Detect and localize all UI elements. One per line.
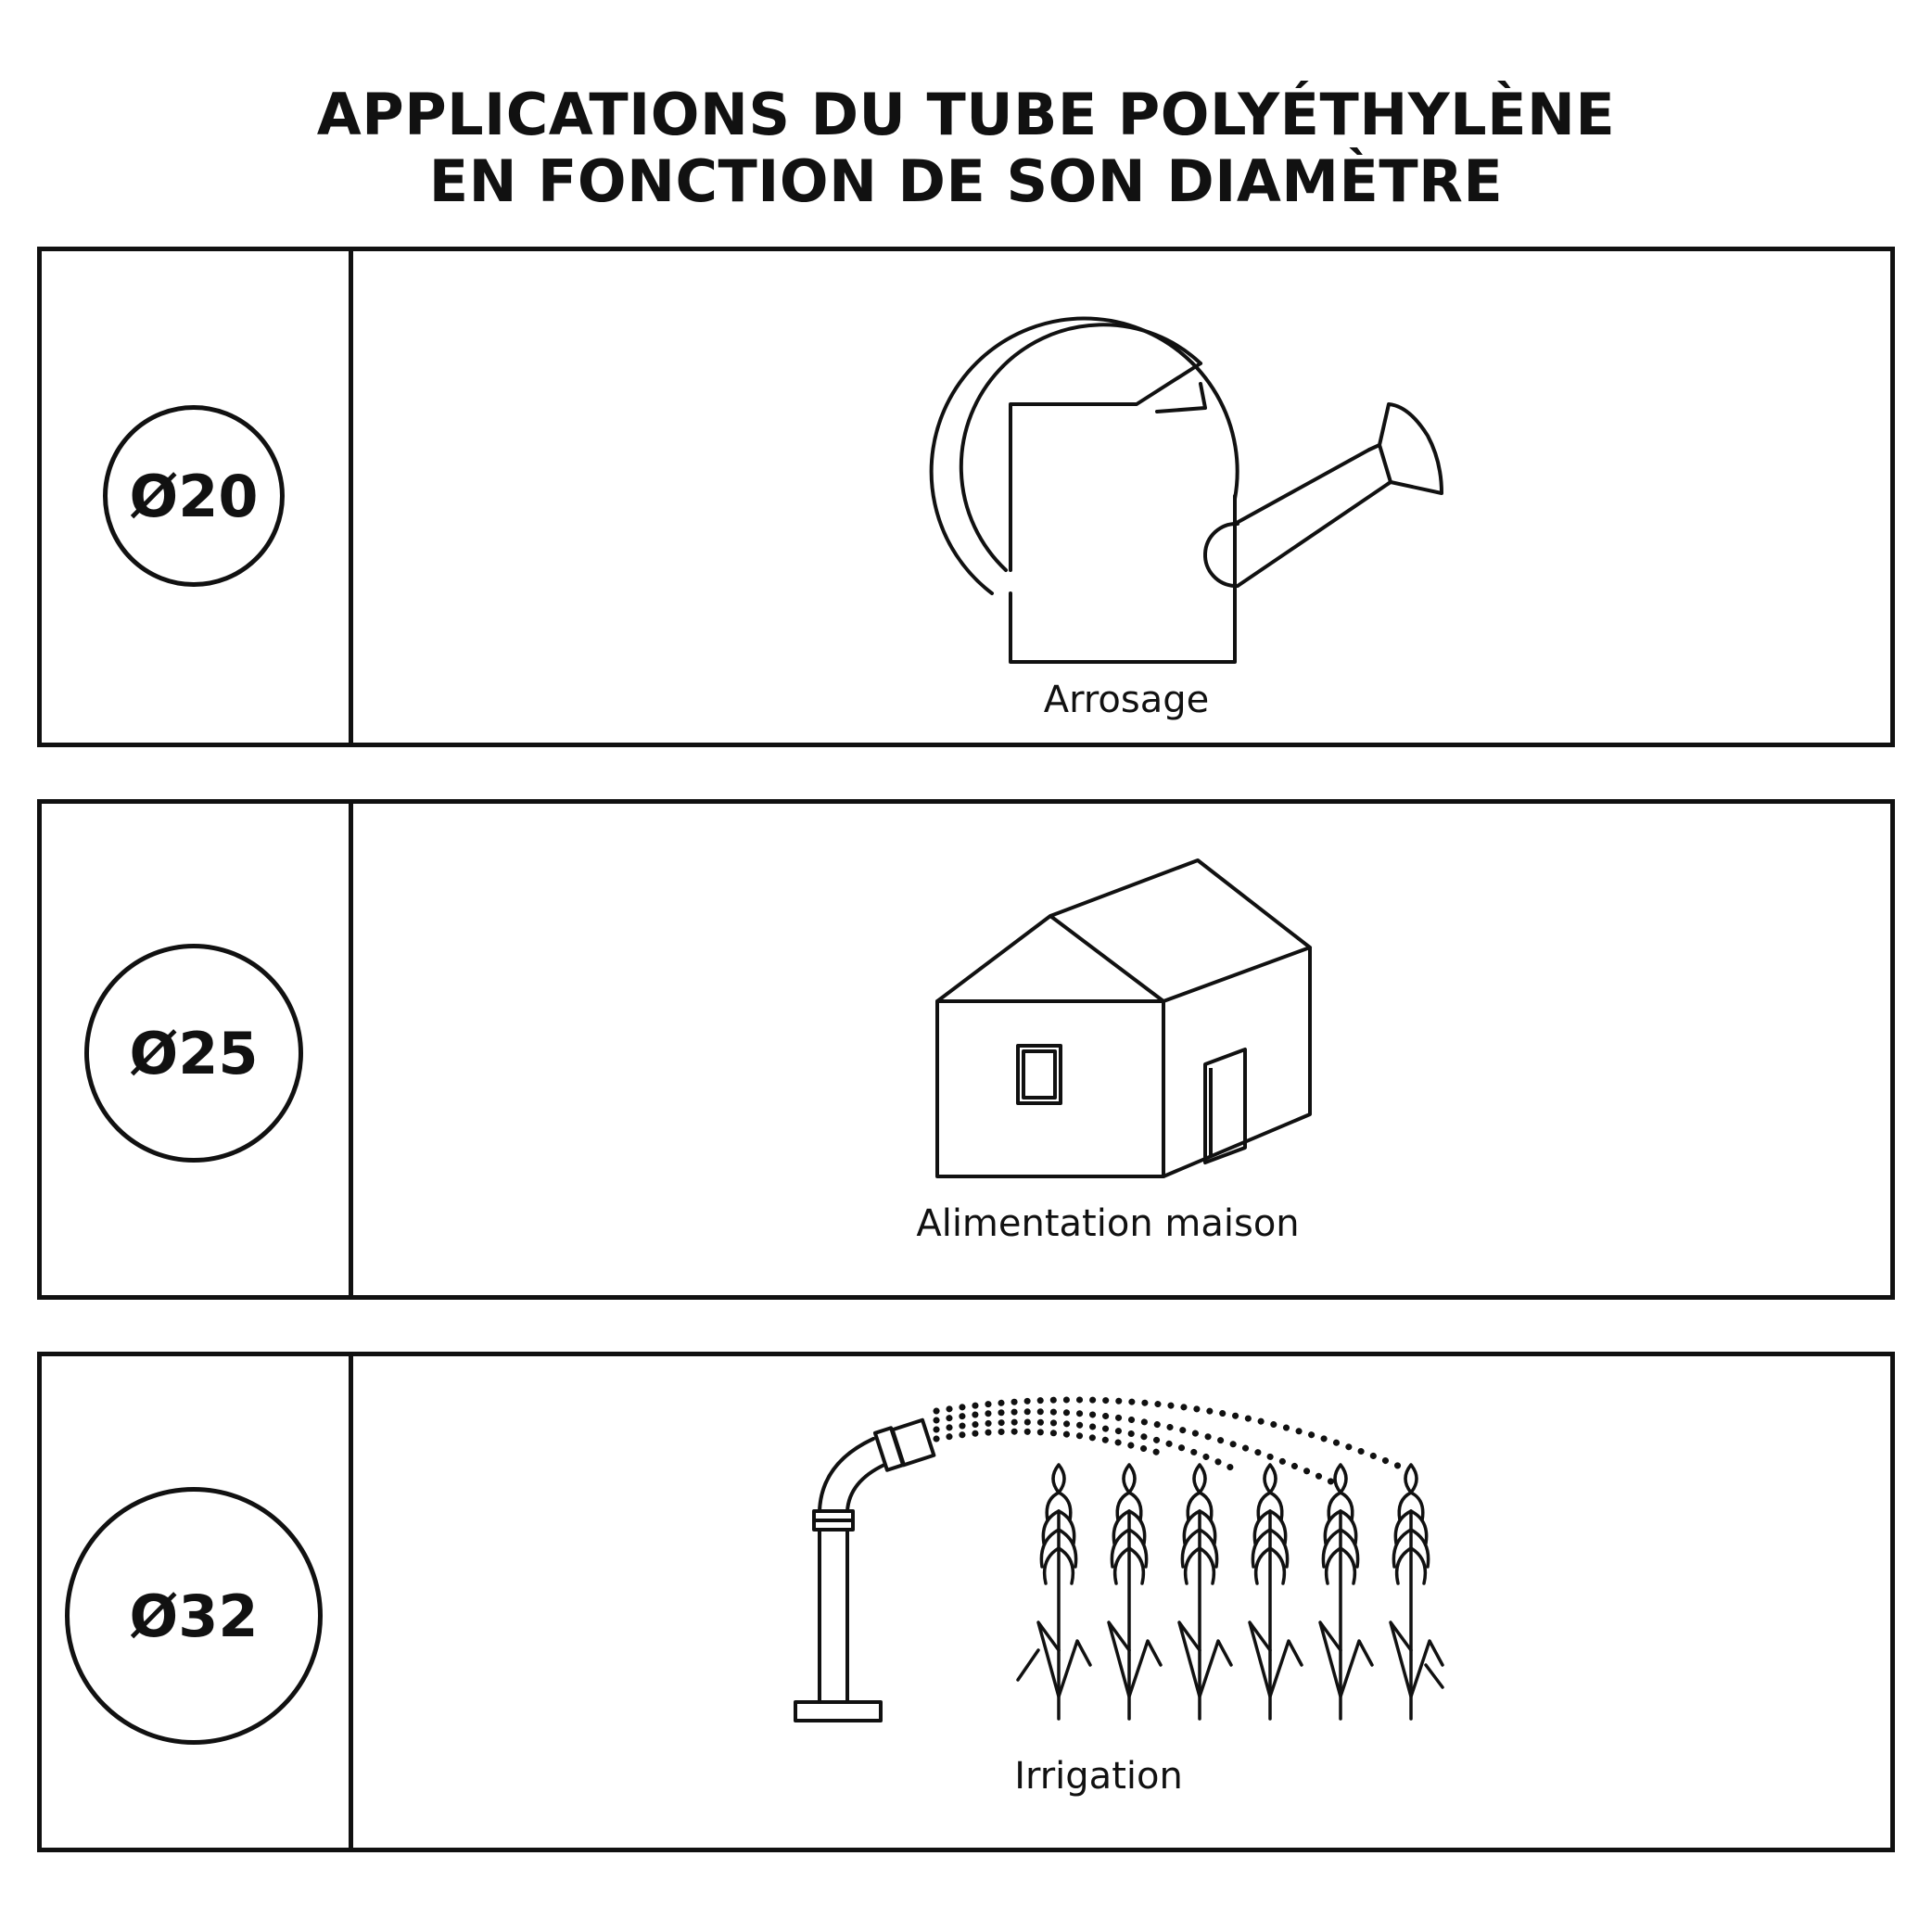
- caption-alimentation-maison: Alimentation maison: [916, 1202, 1300, 1245]
- diameter-badge-d20: Ø20: [103, 405, 285, 587]
- row-divider: [349, 804, 353, 1295]
- caption-irrigation: Irrigation: [1014, 1755, 1183, 1798]
- row-d20: [37, 247, 1895, 747]
- diameter-badge-d25: Ø25: [84, 944, 303, 1163]
- caption-arrosage: Arrosage: [1043, 679, 1210, 721]
- watering-can-icon: [929, 316, 1443, 664]
- title-line-2: EN FONCTION DE SON DIAMÈTRE: [428, 147, 1504, 215]
- diameter-badge-d32: Ø32: [65, 1487, 323, 1745]
- page-title: APPLICATIONS DU TUBE POLYÉTHYLÈNE EN FON…: [0, 82, 1932, 215]
- irrigation-icon: [794, 1396, 1444, 1722]
- row-divider: [349, 251, 353, 743]
- row-divider: [349, 1356, 353, 1848]
- row-d25: [37, 799, 1895, 1300]
- house-icon: [935, 858, 1312, 1178]
- row-d32: [37, 1352, 1895, 1852]
- title-line-1: APPLICATIONS DU TUBE POLYÉTHYLÈNE: [316, 81, 1616, 148]
